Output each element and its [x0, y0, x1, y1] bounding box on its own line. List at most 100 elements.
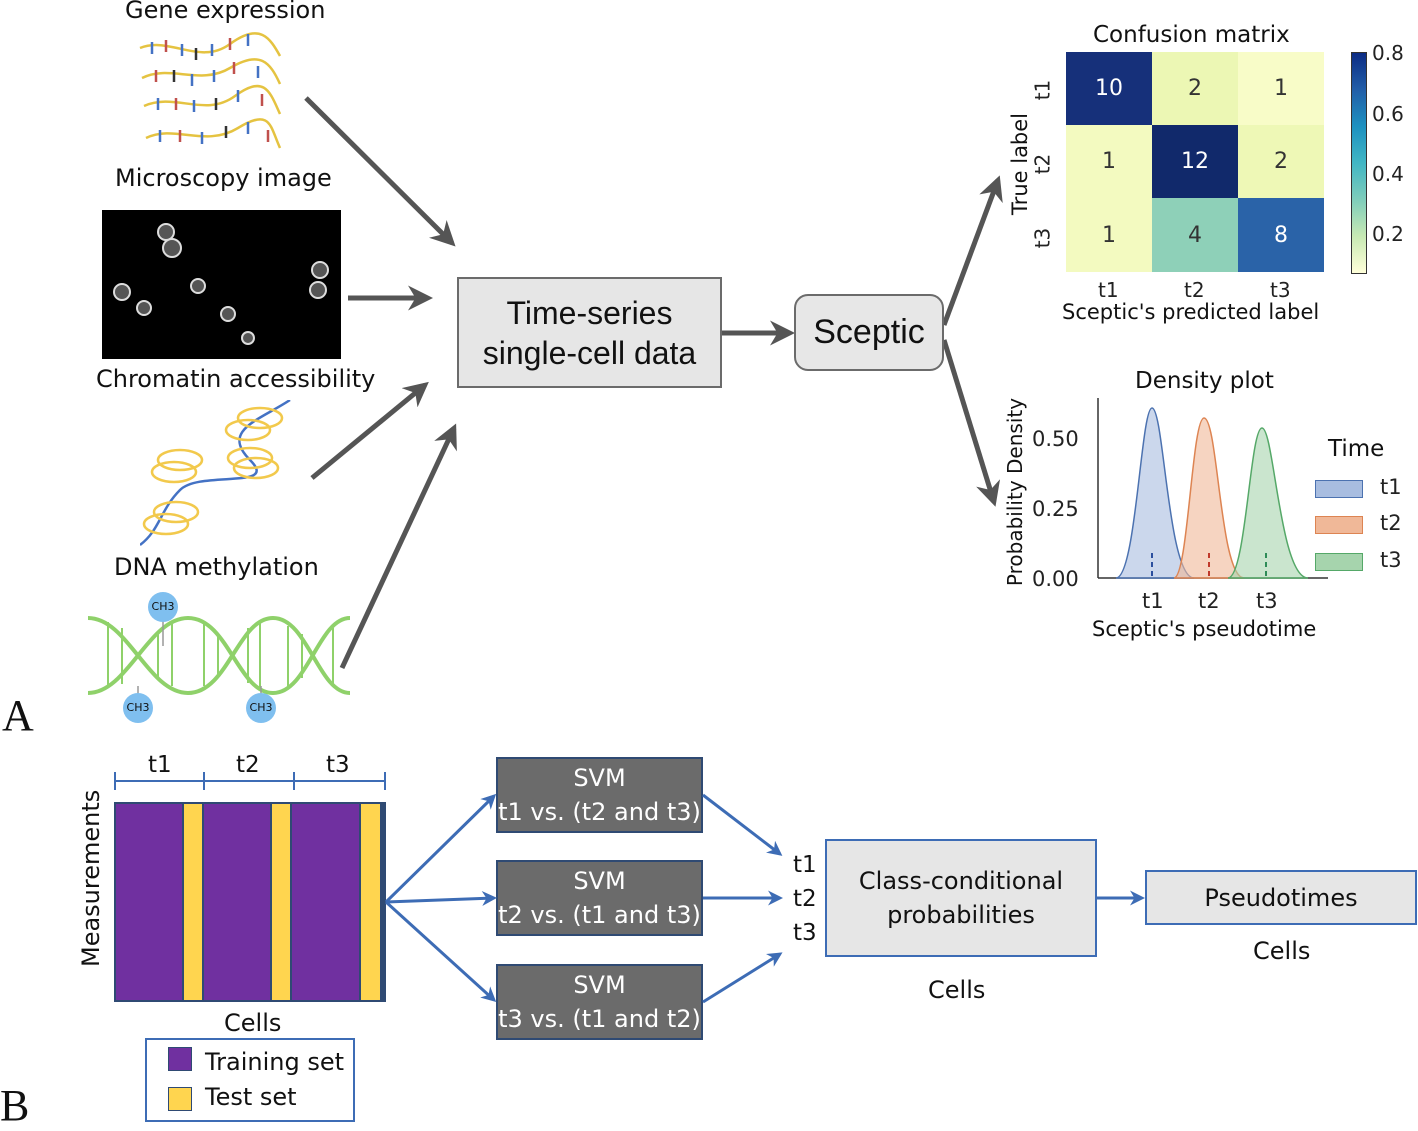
svm-title: SVM [573, 971, 626, 999]
ch3-marker [123, 693, 153, 723]
cm-row-tick: t1 [1030, 79, 1055, 101]
time-label-t3: t3 [326, 752, 350, 778]
panel-b-letter: B [0, 1081, 30, 1130]
microscopy-image [102, 210, 341, 359]
ch3-label: CH3 [249, 701, 273, 714]
test-block [184, 804, 202, 1000]
density-curve-t3 [1227, 427, 1309, 579]
confusion-matrix-grid: 10 2 1 1 12 2 1 4 8 [1066, 52, 1324, 272]
cells-label: Cells [224, 1009, 282, 1037]
svm-rule: t2 vs. (t1 and t3) [498, 901, 701, 929]
svm-title: SVM [573, 764, 626, 792]
legend-swatch-t2 [1315, 516, 1363, 534]
ch3-marker [148, 592, 178, 622]
svm-box-1: SVM t1 vs. (t2 and t3) [496, 757, 703, 833]
density-legend-title: Time [1328, 436, 1385, 462]
time-label-t1: t1 [148, 752, 172, 778]
density-ytick: 0.25 [1032, 497, 1079, 521]
prob-box-line2: probabilities [887, 901, 1035, 929]
density-title: Density plot [1135, 368, 1274, 394]
arrow-sceptic-to-confusion [941, 175, 1003, 326]
time-label-t2: t2 [236, 752, 260, 778]
train-block [204, 804, 270, 1000]
class-conditional-probabilities-box: Class-conditional probabilities [825, 839, 1097, 957]
data-matrix [114, 802, 386, 1002]
legend-label-t3: t3 [1380, 548, 1402, 572]
legend-swatch-t3 [1315, 553, 1363, 571]
svm-rule: t1 vs. (t2 and t3) [498, 798, 701, 826]
ch3-label: CH3 [151, 600, 175, 613]
cm-col-tick: t3 [1270, 278, 1291, 302]
density-ylabel: Probability Density [1003, 397, 1027, 587]
dna-methylation-label: DNA methylation [114, 553, 319, 581]
cm-row-tick: t3 [1030, 227, 1055, 249]
cm-row-tick: t2 [1030, 153, 1055, 175]
cm-cell: 2 [1238, 125, 1324, 198]
legend-label-test: Test set [205, 1083, 297, 1111]
test-block [361, 804, 380, 1000]
colorbar-tick: 0.2 [1372, 222, 1404, 246]
legend-swatch-train [168, 1047, 192, 1071]
time-series-data-box: Time-series single-cell data [457, 277, 722, 388]
density-xtick: t1 [1142, 589, 1164, 613]
cm-cell: 8 [1238, 198, 1324, 272]
chromatin-label: Chromatin accessibility [96, 365, 376, 393]
arrow-sceptic-to-density [941, 339, 1001, 507]
cm-cell: 1 [1066, 125, 1152, 198]
data-box-line2: single-cell data [482, 334, 697, 371]
colorbar-tick: 0.4 [1372, 162, 1404, 186]
data-box-line1: Time-series [506, 294, 673, 331]
chromatin-icon [140, 400, 291, 546]
arrow-chromatin-to-data [310, 381, 429, 480]
legend-swatch-test [168, 1087, 192, 1111]
legend-label-t1: t1 [1380, 475, 1402, 499]
prob-cells-label: Cells [928, 976, 986, 1004]
arrow-gene-to-data [304, 96, 456, 247]
cm-cell: 12 [1152, 125, 1238, 198]
class-label-t1: t1 [793, 852, 817, 878]
dna-methylation-icon [88, 592, 350, 723]
confusion-matrix-title: Confusion matrix [1093, 22, 1290, 48]
density-xlabel: Sceptic's pseudotime [1092, 617, 1317, 641]
time-bracket [114, 772, 386, 790]
legend-label-train: Training set [205, 1048, 345, 1076]
pseudotimes-box: Pseudotimes [1145, 870, 1417, 925]
density-xtick: t3 [1256, 589, 1278, 613]
density-ytick: 0.00 [1032, 567, 1079, 591]
microscopy-label: Microscopy image [115, 164, 332, 192]
svm-box-2: SVM t2 vs. (t1 and t3) [496, 860, 703, 936]
gene-expression-icon [139, 32, 282, 149]
arrow-dna-to-data [339, 423, 457, 670]
svm-rule: t3 vs. (t1 and t2) [498, 1005, 701, 1033]
cm-col-tick: t1 [1098, 278, 1119, 302]
density-ytick: 0.50 [1032, 427, 1079, 451]
confusion-ylabel: True label [1008, 112, 1032, 216]
cm-cell: 10 [1066, 52, 1152, 125]
legend-swatch-t1 [1315, 480, 1363, 498]
panel-a-arrows [304, 96, 1003, 670]
class-label-t3: t3 [793, 920, 817, 946]
density-plot-area [1097, 398, 1328, 579]
svm-box-3: SVM t3 vs. (t1 and t2) [496, 964, 703, 1040]
train-block [116, 804, 182, 1000]
confusion-xlabel: Sceptic's predicted label [1062, 300, 1320, 324]
legend-label-t2: t2 [1380, 511, 1402, 535]
prob-box-line1: Class-conditional [858, 867, 1064, 895]
class-label-t2: t2 [793, 886, 817, 912]
test-block [272, 804, 290, 1000]
density-curve-t2 [1173, 417, 1245, 579]
colorbar [1351, 52, 1367, 274]
ch3-marker [246, 693, 276, 723]
train-block [292, 804, 359, 1000]
cm-cell: 2 [1152, 52, 1238, 125]
gene-expression-label: Gene expression [125, 0, 326, 24]
sceptic-box: Sceptic [794, 294, 944, 371]
colorbar-tick: 0.8 [1372, 41, 1404, 65]
panel-a-letter: A [2, 691, 34, 740]
split-legend [145, 1038, 355, 1122]
pseudo-cells-label: Cells [1253, 937, 1311, 965]
colorbar-tick: 0.6 [1372, 102, 1404, 126]
svm-title: SVM [573, 867, 626, 895]
ch3-label: CH3 [126, 701, 150, 714]
density-xtick: t2 [1198, 589, 1220, 613]
